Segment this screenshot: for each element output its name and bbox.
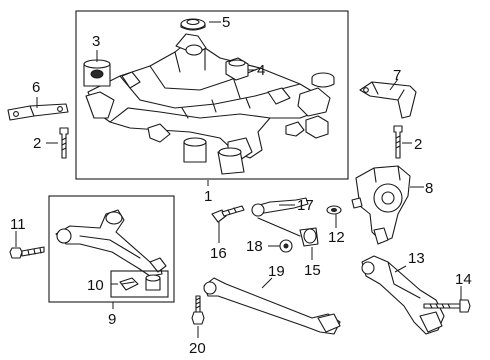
control-arm-group-box	[48, 195, 175, 303]
bolt-part-14	[423, 299, 471, 313]
washer-part-18	[279, 239, 293, 253]
lateral-link-part-19	[203, 277, 341, 335]
upper-link-part-17	[251, 197, 309, 217]
subframe-group-box	[75, 10, 349, 180]
callout-9: 9	[108, 311, 116, 328]
brace-bar-part	[7, 103, 69, 121]
callout-18: 18	[246, 238, 263, 255]
callout-4: 4	[257, 62, 265, 79]
bolt-part-left	[59, 127, 69, 159]
callout-2-right: 2	[414, 136, 422, 153]
callout-17: 17	[297, 197, 314, 214]
callout-10: 10	[87, 277, 104, 294]
trailing-arm-part-13	[361, 255, 445, 335]
clip-kit-parts	[119, 274, 161, 291]
callout-16: 16	[210, 245, 227, 262]
callout-14: 14	[455, 271, 472, 288]
bolt-part-right	[393, 125, 403, 159]
callout-3: 3	[92, 33, 100, 50]
bushing-part	[83, 59, 111, 87]
upper-control-arm-part	[55, 209, 167, 287]
bolt-part-11	[9, 246, 45, 259]
subframe-bushings-lower	[183, 137, 245, 175]
callout-8: 8	[425, 180, 433, 197]
mount-washer-part	[180, 18, 206, 31]
callout-12: 12	[328, 229, 345, 246]
callout-6: 6	[32, 79, 40, 96]
callout-1: 1	[204, 188, 212, 205]
callout-11: 11	[10, 216, 26, 233]
link-bushing-part-15	[257, 217, 319, 247]
washer-part	[326, 205, 342, 215]
nut-part	[225, 57, 249, 81]
knuckle-part	[351, 165, 411, 245]
callout-20: 20	[189, 340, 206, 357]
callout-19: 19	[268, 263, 285, 280]
callout-13: 13	[408, 250, 425, 267]
support-bracket-part	[359, 81, 417, 119]
subframe-drawing	[85, 33, 331, 161]
callout-2-left: 2	[33, 135, 41, 152]
bolt-part-20	[191, 295, 205, 325]
callout-7: 7	[393, 67, 401, 84]
callout-5: 5	[222, 14, 230, 31]
leader-lines	[15, 21, 462, 338]
bolt-part-16	[211, 205, 245, 223]
subframe-mounts-right	[285, 72, 335, 139]
callout-15: 15	[304, 262, 321, 279]
callout-labels: 1 2 2 3 4 5 6 7 8 9 10 11 12 13 14 15 16…	[10, 14, 472, 357]
